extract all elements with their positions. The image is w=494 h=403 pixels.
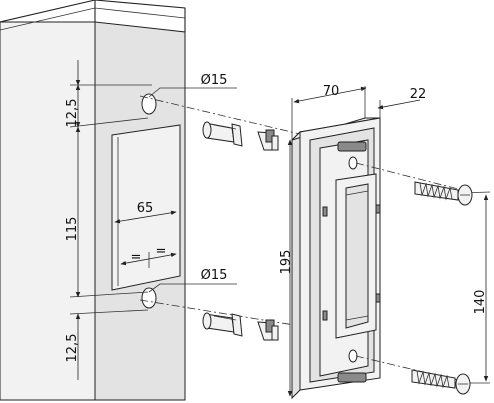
hole-spacing-label: 115	[65, 217, 80, 242]
post-top-edge	[0, 0, 186, 32]
screw-spacing-label: 140	[473, 290, 488, 315]
top-plate	[337, 141, 367, 152]
top-hole-diameter-label: Ø15	[201, 73, 228, 88]
keeper-bottom-hole	[348, 349, 358, 363]
bottom-hole-diameter-label: Ø15	[201, 268, 228, 283]
square-post	[0, 0, 186, 401]
equal-left-label: =	[131, 250, 142, 265]
keeper-depth-label: 22	[410, 87, 427, 102]
lower-screw	[411, 369, 471, 395]
keeper-box	[291, 117, 381, 400]
bottom-plate	[337, 372, 367, 383]
lower-bushing	[202, 312, 243, 337]
top-offset-label: 12,5	[65, 99, 80, 128]
keeper-width-label: 70	[323, 84, 340, 99]
cutout-window	[111, 124, 181, 291]
upper-screw	[414, 181, 473, 206]
post-front-face	[0, 21, 96, 401]
bottom-hole	[141, 287, 157, 309]
bottom-offset-label: 12,5	[65, 334, 80, 363]
keeper-height-label: 195	[279, 250, 294, 275]
lower-cap	[257, 319, 279, 341]
upper-bushing	[202, 121, 243, 147]
upper-cap	[257, 129, 279, 151]
equal-right-label: =	[156, 244, 167, 259]
keeper-top-hole	[348, 156, 358, 170]
cutout-width-label: 65	[137, 201, 154, 216]
